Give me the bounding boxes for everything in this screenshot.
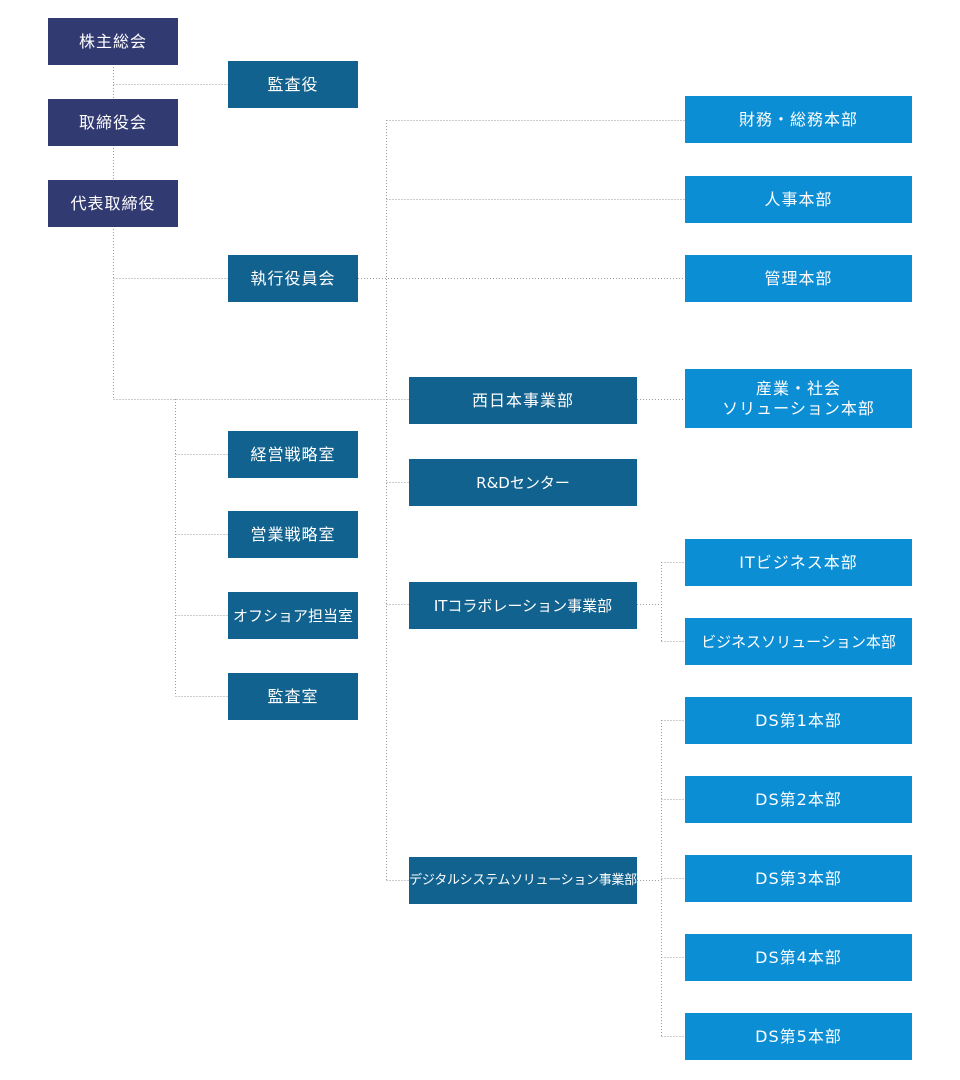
management-strategy-office-box: 経営戦略室	[228, 431, 358, 478]
rd-center-box: R&Dセンター	[409, 459, 637, 506]
industry-society-hq-box: 産業・社会 ソリューション本部	[685, 369, 912, 428]
node-label: 執行役員会	[250, 268, 336, 288]
node-label: ITコラボレーション事業部	[433, 596, 613, 615]
node-label: 株主総会	[78, 31, 147, 51]
node-label: ビジネスソリューション本部	[701, 632, 896, 651]
node-label: 経営戦略室	[250, 444, 336, 464]
node-label-line-1: 産業・社会	[755, 378, 841, 398]
hr-hq-box: 人事本部	[685, 176, 912, 223]
it-business-hq-box: ITビジネス本部	[685, 539, 912, 586]
node-label: 監査室	[267, 686, 319, 706]
digital-system-division-box: デジタルシステムソリューション事業部	[409, 857, 637, 904]
audit-office-box: 監査室	[228, 673, 358, 720]
node-label: DS第4本部	[755, 947, 842, 967]
node-label: R&Dセンター	[476, 473, 570, 492]
node-label: DS第3本部	[755, 868, 842, 888]
node-label: DS第1本部	[755, 710, 842, 730]
admin-hq-box: 管理本部	[685, 255, 912, 302]
ds1-hq-box: DS第1本部	[685, 697, 912, 744]
node-label: 管理本部	[764, 268, 833, 288]
ds4-hq-box: DS第4本部	[685, 934, 912, 981]
node-label: DS第5本部	[755, 1026, 842, 1046]
node-label: 財務・総務本部	[738, 109, 858, 129]
node-label: 人事本部	[764, 189, 833, 209]
node-label: オフショア担当室	[232, 606, 353, 625]
node-label: 代表取締役	[70, 193, 156, 213]
node-label: 西日本事業部	[471, 390, 574, 410]
ds3-hq-box: DS第3本部	[685, 855, 912, 902]
node-label: 営業戦略室	[250, 524, 336, 544]
offshore-office-box: オフショア担当室	[228, 592, 358, 639]
business-solution-hq-box: ビジネスソリューション本部	[685, 618, 912, 665]
auditor-box: 監査役	[228, 61, 358, 108]
node-label: 監査役	[267, 74, 319, 94]
shareholders-meeting-box: 株主総会	[48, 18, 178, 65]
board-of-directors-box: 取締役会	[48, 99, 178, 146]
ds5-hq-box: DS第5本部	[685, 1013, 912, 1060]
it-collab-division-box: ITコラボレーション事業部	[409, 582, 637, 629]
node-label: デジタルシステムソリューション事業部	[409, 872, 637, 888]
ds2-hq-box: DS第2本部	[685, 776, 912, 823]
representative-director-box: 代表取締役	[48, 180, 178, 227]
sales-strategy-office-box: 営業戦略室	[228, 511, 358, 558]
node-label: ITビジネス本部	[739, 552, 858, 572]
west-japan-division-box: 西日本事業部	[409, 377, 637, 424]
finance-ga-hq-box: 財務・総務本部	[685, 96, 912, 143]
node-label-line-2: ソリューション本部	[722, 398, 875, 418]
executive-committee-box: 執行役員会	[228, 255, 358, 302]
node-label: DS第2本部	[755, 789, 842, 809]
node-label: 取締役会	[78, 112, 147, 132]
